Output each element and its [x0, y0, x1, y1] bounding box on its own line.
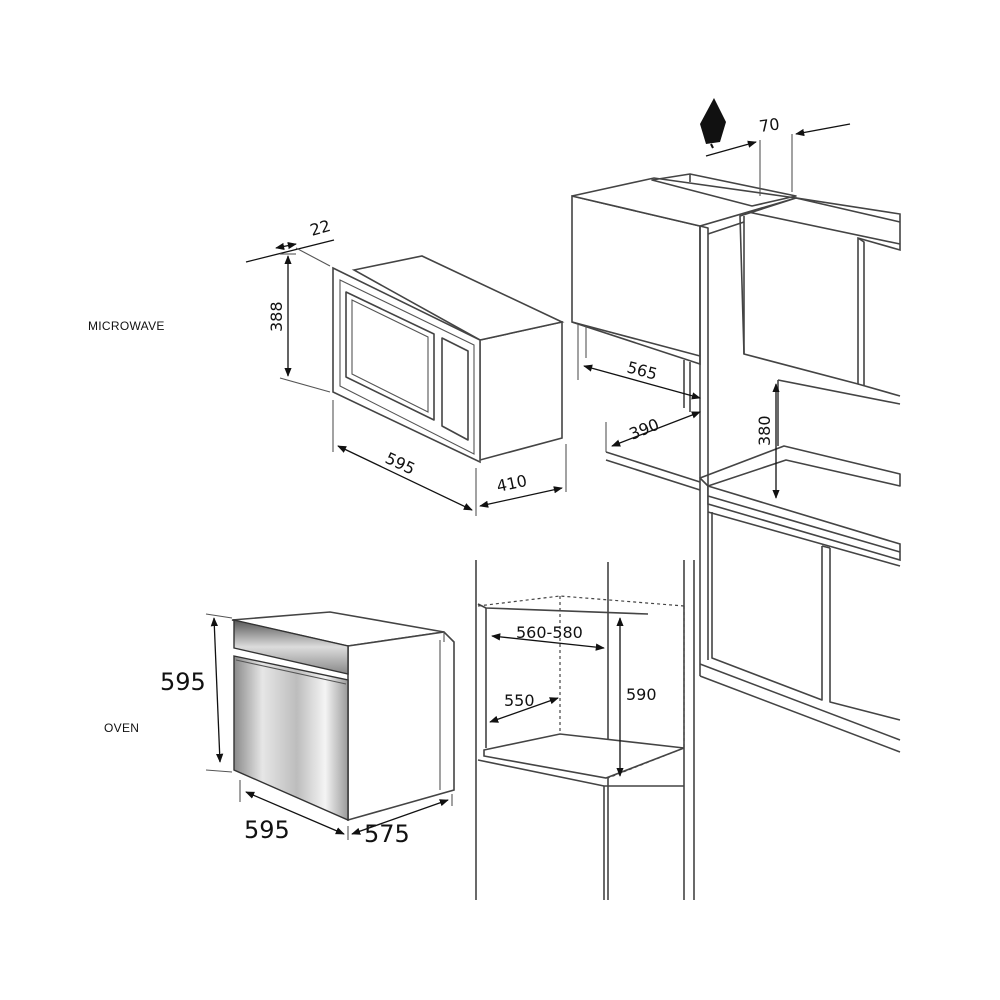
oven-depth-text: 575: [364, 820, 410, 848]
airflow-arrow-icon: [700, 98, 726, 149]
niche-depth-text: 550: [504, 691, 535, 710]
oven-drawing: [231, 611, 455, 822]
microwave-label: MICROWAVE: [88, 319, 165, 333]
microwave-height-text: 388: [267, 301, 286, 332]
microwave-width-text: 595: [382, 448, 418, 478]
cabinet-depth-text: 390: [626, 415, 661, 444]
oven-niche-dimensions: 560-580 550 590: [489, 617, 657, 777]
microwave-depth-frame-text: 22: [308, 216, 333, 240]
microwave-drawing: [332, 255, 565, 464]
cabinet-height-text: 380: [755, 415, 774, 446]
cabinet-drawing: [571, 173, 901, 753]
oven-label: OVEN: [104, 721, 139, 735]
microwave-depth-text: 410: [495, 471, 529, 496]
cabinet-width-text: 565: [625, 358, 659, 384]
niche-height-text: 590: [626, 685, 657, 704]
niche-width-text: 560-580: [516, 623, 583, 642]
oven-height-text: 595: [160, 668, 206, 696]
oven-niche-drawing: [475, 560, 695, 900]
microwave-dimensions: 22 388 595 410: [245, 216, 567, 516]
vent-dimension-text: 70: [758, 114, 781, 136]
oven-dimensions: 595 595 575: [160, 613, 453, 848]
oven-width-text: 595: [244, 816, 290, 844]
